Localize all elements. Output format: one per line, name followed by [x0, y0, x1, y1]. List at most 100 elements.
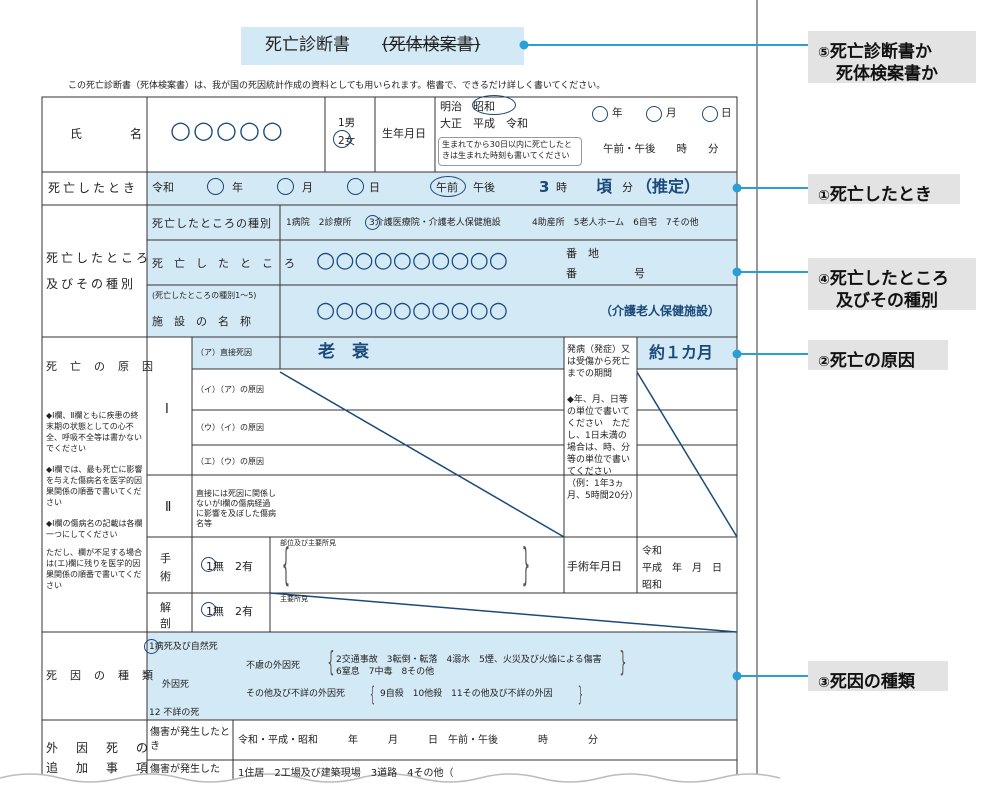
death-month-circle	[277, 178, 294, 195]
death-place-highlight	[147, 205, 737, 337]
death-time-label: 死亡したとき	[48, 181, 139, 195]
name-label: 氏 名	[70, 127, 146, 141]
other-bracket-left: {	[369, 682, 375, 706]
birth-day: 日	[721, 107, 732, 119]
annotation-4-line1: 死亡したところ	[829, 269, 949, 289]
place-type-rest: 4助産所 5老人ホーム 6自宅 7その他	[532, 218, 699, 228]
death-approx: 頃	[596, 177, 613, 196]
annotation-4-line2: 及びその種別	[836, 291, 938, 311]
autopsy-options: 1無 2有	[206, 605, 253, 618]
cause-kind-external: 外因死	[162, 680, 190, 690]
place-go: 号	[634, 267, 645, 280]
birth-label: 生年月日	[382, 127, 426, 140]
duration-highlight	[637, 337, 737, 369]
injury-place-label: 傷害が発生した	[150, 764, 220, 775]
place-type-opt1: 1病院 2診療所	[286, 218, 352, 228]
surgery-options: 1無 2有	[206, 560, 253, 573]
annotation-5-line2: 死体検案書か	[836, 64, 938, 84]
direct-cause: 老 衰	[318, 342, 369, 362]
birth-day-circle	[702, 106, 718, 122]
row-u: （ウ）（イ）の原因	[196, 423, 264, 432]
cause-note3: ◆Ⅰ欄の傷病名の記載は各欄一つにしてください	[46, 519, 143, 539]
other-bracket-right: }	[577, 682, 583, 706]
doc-title: 死亡診断書	[265, 35, 350, 55]
death-estimated: （推定）	[636, 177, 701, 196]
annotation-4-num: ④	[818, 272, 830, 288]
birth-month: 月	[666, 107, 677, 119]
surgery-date-label: 手術年月日	[567, 560, 622, 573]
facility-circles: ○○○○○○○○○○	[316, 298, 508, 323]
era-showa-circle	[472, 95, 516, 115]
cause-note4: ただし、欄が不足する場合は(エ)欄に残りを医学的因果関係の順番で書いてください	[46, 548, 142, 590]
name-circles: ○○○○○	[170, 116, 285, 144]
surgery-choice-circle	[201, 557, 216, 572]
facility-type: （介護老人保健施設）	[600, 304, 721, 318]
annotation-3-num: ③	[818, 675, 830, 691]
cause-kind-other-opts: 9自殺 10他殺 11その他及び不詳の外因	[380, 689, 553, 699]
death-hour-unit: 時	[556, 181, 567, 194]
death-place-label-line2: 及びその種別	[46, 277, 137, 291]
place-type-label: 死亡したところの種別	[152, 217, 272, 230]
sex-selected-circle	[333, 130, 351, 148]
death-month: 月	[302, 181, 313, 194]
cause-kind-unforeseen: 不慮の外因死	[246, 661, 301, 671]
birth-month-circle	[646, 106, 662, 122]
death-year: 年	[232, 181, 243, 194]
cause-note1: ◆Ⅰ欄、Ⅱ欄ともに疾患の終末期の状態としての心不全、呼吸不全等は書かないでくださ…	[46, 411, 142, 453]
death-era: 令和	[152, 181, 174, 194]
place-type-circle	[365, 215, 380, 230]
onset-note: ◆年、月、日等の単位で書いてください ただし、1日未満の場合は、時、分等の単位で…	[567, 395, 639, 501]
surgery-label: 手術	[160, 552, 171, 583]
death-pm: 午後	[473, 181, 495, 194]
annotation-1-num: ①	[818, 188, 830, 204]
annotation-5-line1: 死亡診断書か	[829, 42, 932, 62]
place-type-opt3: 3介護医療院・介護老人保健施設	[369, 218, 501, 228]
annotation-5-num: ⑤	[818, 45, 830, 61]
cause-note2: ◆Ⅰ欄では、最も死亡に影響を与えた傷病名を医学的因果関係の順番で書いてください	[46, 465, 143, 507]
birth-year-circle	[592, 106, 608, 122]
unforeseen-bracket-left: {	[327, 645, 335, 678]
death-am-circle	[430, 176, 466, 197]
surgery-bracket-left: {	[281, 539, 291, 590]
facility-label: 施 設 の 名 称	[152, 315, 251, 328]
death-year-circle	[207, 178, 224, 195]
cause-kind-highlight	[147, 632, 737, 720]
autopsy-label: 解剖	[160, 601, 171, 630]
birth-year: 年	[612, 107, 623, 119]
cause-label: 死 亡 の 原 因	[46, 360, 154, 373]
annotation-2-line1: 死亡の原因	[829, 351, 915, 371]
facility-note: (死亡したところの種別1～5)	[152, 291, 257, 300]
external-label-line1: 外 因 死 の	[46, 741, 152, 755]
unforeseen-bracket-right: }	[619, 645, 627, 678]
duration-value: 約１カ月	[649, 343, 714, 362]
annotation-3: ③死因の種類	[808, 661, 948, 692]
death-place-label-line1: 死亡したところ	[46, 251, 152, 265]
sex-male: 1男	[338, 117, 356, 129]
external-label-line2: 追 加 事 項	[46, 761, 152, 775]
cause-kind-label: 死 因 の 種 類	[46, 669, 154, 682]
direct-cause-highlight	[192, 337, 564, 369]
death-day: 日	[369, 181, 380, 194]
cause-kind-natural: 1病死及び自然死	[149, 642, 218, 652]
birth-note-box	[438, 137, 582, 166]
annotation-5: ⑤死亡診断書か 死体検案書か	[808, 31, 976, 84]
birth-era-line1: 明治 昭和	[440, 100, 495, 113]
injury-time-label: 傷害が発生したとき	[150, 727, 230, 752]
surgery-bracket-right: }	[521, 539, 531, 590]
place-ban: 番	[566, 267, 577, 280]
annotation-2-num: ②	[818, 354, 830, 370]
birth-time: 午前・午後 時 分	[603, 143, 719, 155]
intro-text: この死亡診断書（死体検案書）は、我が国の死因統計作成の資料としても用いられます。…	[68, 81, 606, 91]
surgery-findings: 部位及び主要所見	[280, 539, 336, 547]
section-2: Ⅱ	[165, 500, 172, 515]
cause-kind-circle	[144, 639, 159, 654]
birth-era-line2: 大正 平成 令和	[440, 117, 528, 130]
cause-kind-other-external: その他及び不詳の外因死	[246, 689, 346, 699]
place-circles: ○○○○○○○○○○	[316, 248, 508, 273]
death-hour-value: 3	[539, 178, 550, 196]
annotation-2: ②死亡の原因	[808, 340, 948, 371]
annotation-1: ①死亡したとき	[808, 174, 960, 205]
autopsy-findings: 主要所見	[280, 595, 308, 603]
place-label: 死 亡 し た と こ ろ	[152, 257, 295, 270]
